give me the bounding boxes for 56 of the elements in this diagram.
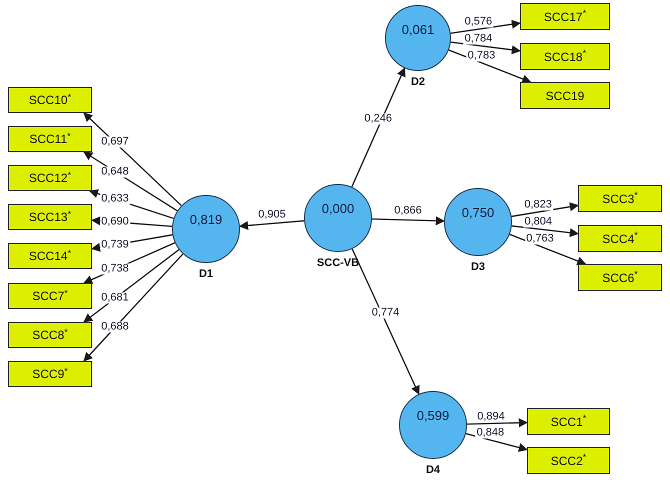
arrow	[83, 254, 184, 362]
arrow	[351, 67, 406, 188]
indicator-box: SCC12$^{*}$	[8, 165, 92, 191]
construct-label: D4	[426, 465, 440, 476]
edge-label: 0,763	[525, 234, 555, 245]
edge-label: 0,739	[100, 239, 130, 250]
indicator-box: SCC9$^{*}$	[8, 361, 92, 387]
edge-label: 0,905	[257, 209, 287, 220]
arrow	[352, 248, 420, 395]
construct-label: SCC-VB	[316, 258, 360, 269]
arrow	[448, 49, 532, 84]
indicator-box: SCC17$^{*}$	[520, 3, 610, 30]
edge-label: 0,894	[476, 411, 506, 422]
indicator-box: SCC18$^{*}$	[520, 43, 610, 70]
indicator-box: SCC19	[520, 82, 610, 109]
arrow	[238, 220, 304, 230]
edge-label: 0,866	[393, 206, 423, 216]
arrow	[450, 20, 521, 34]
indicator-box: SCC10$^{*}$	[8, 87, 92, 113]
edge-label: 0,823	[523, 200, 553, 211]
arrow	[512, 225, 579, 238]
edge-label: 0,848	[476, 428, 506, 439]
arrow	[466, 418, 528, 428]
edge-label: 0,576	[464, 16, 494, 28]
indicator-box: SCC14$^{*}$	[8, 243, 92, 269]
edge-label: 0,774	[370, 307, 400, 318]
indicator-box: SCC1$^{*}$	[527, 408, 610, 435]
indicator-box: SCC3$^{*}$	[578, 185, 662, 212]
arrow	[450, 41, 521, 54]
construct-label: D3	[470, 262, 486, 273]
edge-label: 0,648	[100, 166, 130, 178]
indicator-box: SCC11$^{*}$	[8, 126, 92, 152]
edge-label: 0,738	[100, 264, 130, 275]
arrow	[509, 234, 586, 266]
edge-label: 0,688	[100, 322, 130, 333]
indicator-box: SCC4$^{*}$	[578, 225, 662, 252]
arrow	[511, 202, 579, 218]
edge-label: 0,246	[363, 113, 393, 124]
indicator-box: SCC13$^{*}$	[8, 204, 92, 230]
edge-label: 0,783	[466, 50, 496, 62]
edge-label: 0,633	[100, 194, 130, 205]
indicator-box: SCC2$^{*}$	[527, 447, 610, 474]
edge-label: 0,804	[523, 216, 554, 228]
edge-label: 0,697	[100, 136, 130, 148]
edge-label: 0,784	[464, 33, 494, 44]
construct-label: D1	[198, 269, 214, 280]
edge-label: 0,681	[100, 292, 130, 304]
indicator-box: SCC6$^{*}$	[578, 264, 662, 291]
arrow	[83, 112, 182, 206]
arrow	[372, 216, 445, 226]
edge-label: 0,690	[100, 216, 130, 228]
arrow	[83, 249, 180, 323]
construct-label: D2	[410, 77, 426, 88]
indicator-box: SCC7$^{*}$	[8, 283, 92, 309]
indicator-box: SCC8$^{*}$	[8, 322, 92, 348]
arrow	[466, 432, 528, 452]
